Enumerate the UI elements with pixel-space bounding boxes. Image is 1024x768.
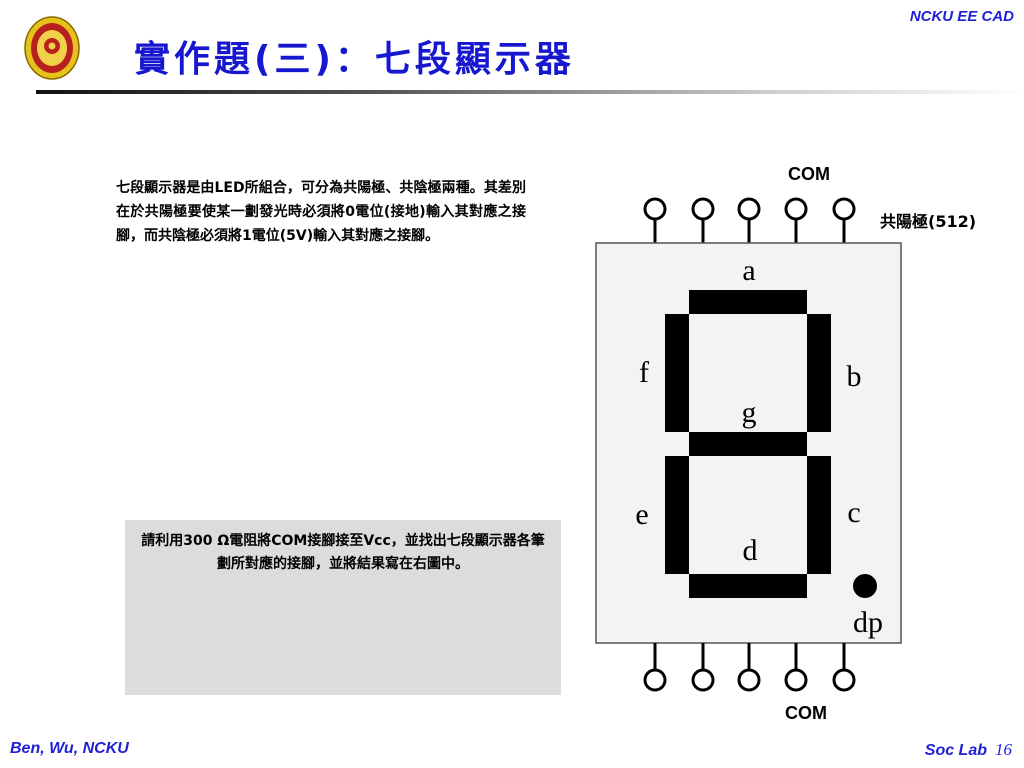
pin-top-3 xyxy=(737,197,761,221)
footer-right: Soc Lab 16 xyxy=(925,740,1012,760)
pin-bottom-5 xyxy=(832,668,856,692)
page-number: 16 xyxy=(995,740,1012,759)
pin-top-1 xyxy=(643,197,667,221)
segment-c xyxy=(807,456,831,574)
pin-bottom-3 xyxy=(737,668,761,692)
com-bottom-label: COM xyxy=(785,703,827,723)
label-g: g xyxy=(742,396,757,429)
seven-segment-diagram: COM 共陽極(512) a f b g e c d dp xyxy=(595,164,976,723)
segment-dp xyxy=(853,574,877,598)
segment-a xyxy=(689,290,807,314)
segment-d xyxy=(689,574,807,598)
label-d: d xyxy=(743,534,758,567)
brand-label: NCKU EE CAD xyxy=(909,8,1014,25)
com-top-label: COM xyxy=(788,164,830,184)
segment-b xyxy=(807,314,831,432)
pin-bottom-1 xyxy=(643,668,667,692)
segments xyxy=(665,290,877,598)
label-a: a xyxy=(742,254,755,287)
footer-author: Ben, Wu, NCKU xyxy=(10,740,129,757)
label-b: b xyxy=(847,360,862,393)
label-f: f xyxy=(639,356,649,389)
common-anode-label: 共陽極(512) xyxy=(880,212,976,231)
segment-e xyxy=(665,456,689,574)
pin-top-2 xyxy=(691,197,715,221)
segment-g xyxy=(689,432,807,456)
page-title: 實作題(三)：七段顯示器 xyxy=(134,39,575,80)
label-e: e xyxy=(635,498,648,531)
label-dp: dp xyxy=(853,606,883,639)
task-box: 請利用300 Ω電阻將COM接腳接至Vcc，並找出七段顯示器各筆劃所對應的接腳，… xyxy=(125,520,561,695)
task-text: 請利用300 Ω電阻將COM接腳接至Vcc，並找出七段顯示器各筆劃所對應的接腳，… xyxy=(141,533,545,572)
pin-top-5 xyxy=(832,197,856,221)
pin-bottom-4 xyxy=(784,668,808,692)
bottom-pins xyxy=(643,643,856,692)
label-c: c xyxy=(847,496,860,529)
description-text: 七段顯示器是由LED所組合，可分為共陽極、共陰極兩種。其差別在於共陽極要使某一劃… xyxy=(116,180,526,244)
footer-lab: Soc Lab xyxy=(924,742,987,759)
pin-top-4 xyxy=(784,197,808,221)
pin-bottom-2 xyxy=(691,668,715,692)
university-logo-icon xyxy=(24,16,80,80)
segment-f xyxy=(665,314,689,432)
top-pins xyxy=(643,197,856,243)
title-divider xyxy=(36,90,1024,94)
